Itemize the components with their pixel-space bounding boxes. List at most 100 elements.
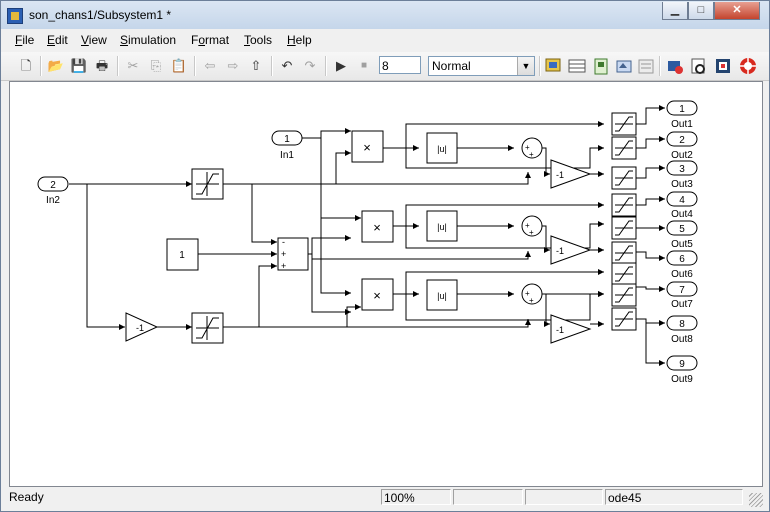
saturation-block[interactable] <box>611 283 637 307</box>
menu-simulation[interactable]: Simulation <box>120 33 177 47</box>
outport-number: 8 <box>679 319 685 330</box>
menu-format[interactable]: Format <box>191 33 230 47</box>
window-title: son_chans1/Subsystem1 * <box>29 8 172 22</box>
resize-grip-icon[interactable] <box>749 493 763 507</box>
saturation-block[interactable] <box>611 216 637 240</box>
cut-icon[interactable]: ✂ <box>127 58 139 73</box>
open-folder-icon[interactable]: 📂 <box>47 58 65 73</box>
constant-block[interactable]: 1 <box>166 238 199 271</box>
simulation-mode-select[interactable]: Normal ▼ <box>428 56 535 76</box>
run-icon[interactable]: ▶ <box>336 58 346 73</box>
outport-label: Out1 <box>671 119 693 130</box>
abs-block[interactable]: |u| <box>426 132 458 164</box>
saturation-block[interactable] <box>611 307 637 331</box>
copy-icon[interactable]: ⎘ <box>150 58 162 73</box>
sum-circle-block[interactable]: + + <box>521 137 543 159</box>
paste-icon[interactable]: 📋 <box>170 58 188 73</box>
go-to-parent-icon[interactable]: ⇧ <box>250 58 262 73</box>
block-parameters-icon[interactable] <box>668 61 683 74</box>
menu-help[interactable]: Help <box>287 33 312 47</box>
close-button[interactable]: ✕ <box>714 2 760 20</box>
maximize-button[interactable]: □ <box>688 2 714 20</box>
product-block[interactable]: × <box>361 278 394 311</box>
outport-number: 9 <box>679 359 685 370</box>
help-wheel-icon[interactable] <box>740 58 756 74</box>
model-explorer-icon[interactable] <box>568 59 586 73</box>
gain-block[interactable]: -1 <box>125 312 159 342</box>
abs-block[interactable]: |u| <box>426 279 458 311</box>
status-panel <box>525 489 603 505</box>
menu-edit[interactable]: Edit <box>47 33 68 47</box>
abs-label: |u| <box>437 291 447 301</box>
inport-number: 2 <box>50 180 56 191</box>
minimize-button[interactable]: ▁ <box>662 2 688 20</box>
toolbar-separator <box>40 56 42 76</box>
profiler-icon[interactable] <box>716 59 730 73</box>
back-icon[interactable]: ⇦ <box>204 58 216 73</box>
toolbar-separator <box>659 56 661 76</box>
outport-label: Out5 <box>671 239 693 250</box>
saturation-block[interactable] <box>191 168 224 200</box>
redo-icon[interactable]: ↷ <box>304 58 316 73</box>
sum-block[interactable]: - + + <box>277 237 309 271</box>
product-block[interactable]: × <box>361 210 394 243</box>
saturation-block[interactable] <box>611 136 637 160</box>
saturation-block[interactable] <box>611 262 637 286</box>
product-symbol: × <box>373 288 381 303</box>
sum-sign: + <box>529 150 534 159</box>
forward-icon[interactable]: ⇨ <box>227 58 239 73</box>
saturation-block[interactable] <box>611 241 637 265</box>
menu-view[interactable]: View <box>81 33 107 47</box>
saturation-block[interactable] <box>611 166 637 190</box>
gain-block[interactable]: -1 <box>550 314 592 344</box>
menu-file[interactable]: File <box>15 33 35 47</box>
stop-icon[interactable]: ■ <box>360 60 368 71</box>
product-block[interactable]: × <box>351 130 384 163</box>
inport-in2[interactable]: 2 In2 <box>37 176 69 206</box>
saturation-block[interactable] <box>611 193 637 217</box>
model-tools-icons <box>545 58 654 75</box>
outport-label: Out7 <box>671 299 693 310</box>
saturation-block[interactable] <box>611 112 637 136</box>
inport-label: In2 <box>46 195 60 206</box>
stop-time-input[interactable]: 8 <box>379 56 421 74</box>
undo-icon[interactable]: ↶ <box>281 58 293 73</box>
new-model-icon[interactable]: 🗋 <box>20 58 32 73</box>
outport-number: 2 <box>679 135 685 146</box>
model-advisor-icons <box>668 58 756 74</box>
print-icon[interactable]: 🖶 <box>95 58 109 73</box>
gain-block[interactable]: -1 <box>550 159 592 189</box>
close-icon: ✕ <box>732 4 742 16</box>
toolbar-separator <box>117 56 119 76</box>
sum-circle-block[interactable]: + + <box>521 283 543 305</box>
status-zoom: 100% <box>381 489 451 505</box>
gain-block[interactable]: -1 <box>550 235 592 265</box>
sum-circle-block[interactable]: + + <box>521 215 543 237</box>
sum-sign: + <box>529 228 534 237</box>
inport-in1[interactable]: 1 In1 <box>271 130 303 161</box>
update-diagram-icon[interactable] <box>616 60 632 73</box>
build-icon[interactable] <box>638 59 654 74</box>
constant-value: 1 <box>179 250 185 261</box>
chevron-down-icon[interactable]: ▼ <box>517 57 534 75</box>
saturation-block[interactable] <box>191 312 224 344</box>
model-advisor-icon[interactable] <box>691 58 705 74</box>
abs-block[interactable]: |u| <box>426 210 458 242</box>
simulink-app-icon <box>7 8 23 24</box>
outport-number: 1 <box>679 104 685 115</box>
menu-tools[interactable]: Tools <box>244 33 273 47</box>
library-browser-icon[interactable] <box>545 58 561 72</box>
save-icon[interactable]: 💾 <box>70 58 88 73</box>
status-panel <box>453 489 523 505</box>
model-canvas[interactable]: 1 In1 2 In2 1 <box>9 81 763 487</box>
debug-icon[interactable] <box>594 58 608 75</box>
